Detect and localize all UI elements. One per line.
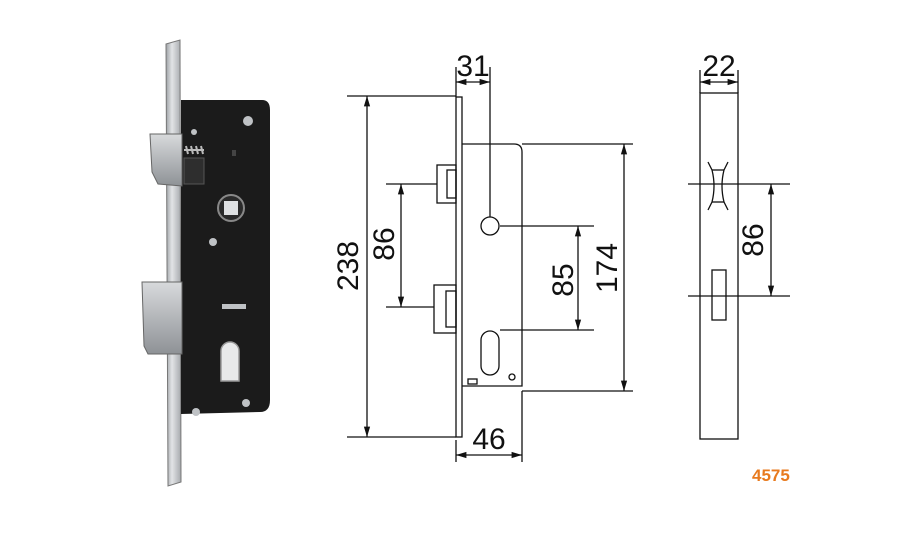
front-deadbolt: [433, 284, 457, 334]
side-drawing: [688, 70, 790, 440]
screw: [209, 238, 217, 246]
screw: [191, 129, 197, 135]
front-cylinder: [480, 330, 500, 376]
front-case: [462, 143, 523, 387]
deadbolt: [141, 281, 183, 355]
front-spindle: [480, 216, 500, 236]
dim-backset: 31: [456, 50, 489, 83]
lock-photo: [141, 39, 270, 487]
front-drawing: [347, 67, 633, 462]
spindle-hole: [217, 194, 245, 222]
screw: [242, 399, 250, 407]
latch-spring: [184, 145, 204, 155]
lock-faceplate: [165, 39, 182, 487]
dim-total-height: 238: [332, 241, 365, 291]
screw: [243, 116, 253, 126]
model-code: 4575: [752, 466, 790, 485]
side-deadbolt-slot: [711, 269, 727, 321]
front-faceplate: [455, 96, 463, 438]
cylinder-hole: [220, 341, 240, 382]
dim-case-width: 46: [472, 423, 505, 456]
dim-faceplate-width: 22: [702, 50, 735, 83]
dim-center-distance: 85: [547, 263, 580, 296]
side-faceplate: [699, 92, 739, 440]
latch-bolt: [149, 133, 183, 187]
dim-latch-to-deadbolt: 86: [368, 227, 401, 260]
dim-side-latch-to-deadbolt: 86: [737, 223, 770, 256]
dim-case-height: 174: [591, 243, 624, 293]
screw: [192, 408, 200, 416]
side-latch: [707, 161, 729, 211]
